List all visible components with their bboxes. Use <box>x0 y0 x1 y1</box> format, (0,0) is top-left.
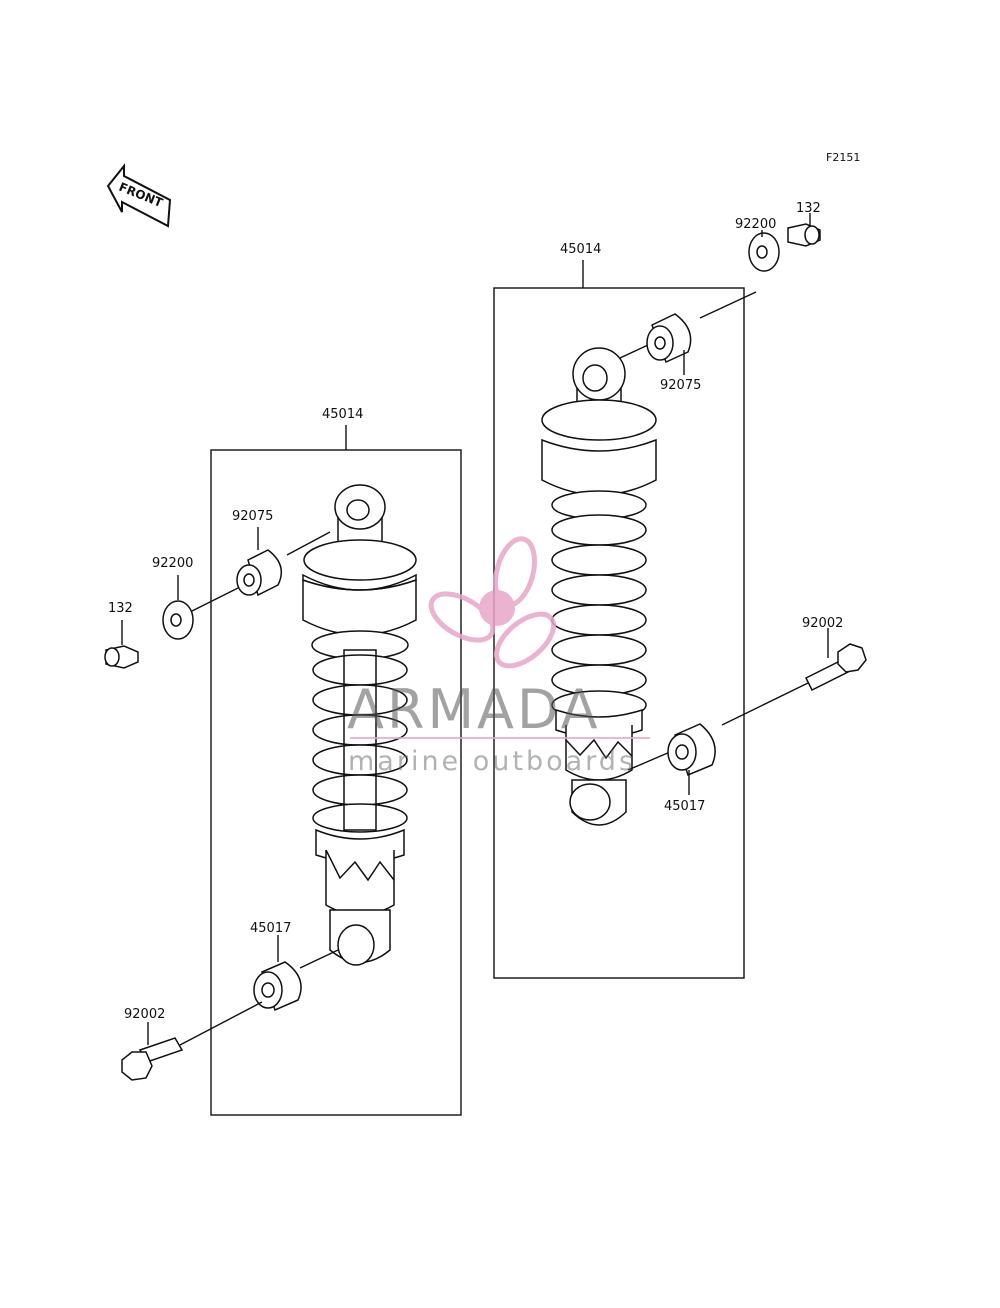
left-shock-absorber <box>302 484 417 966</box>
right-bushing-top-callout: 92075 <box>660 378 701 393</box>
diagram-code: F2151 <box>826 151 860 164</box>
right-bolt-bottom-part <box>804 643 867 692</box>
propeller-logo-icon <box>428 536 556 669</box>
right-bushing-bottom-part <box>667 723 716 777</box>
right-spring <box>551 490 647 720</box>
left-washer-callout: 92200 <box>152 556 193 571</box>
left-bushing-top-callout: 92075 <box>232 509 273 524</box>
watermark-brand: ARMADA <box>347 678 601 741</box>
front-arrow-icon: FRONT <box>106 163 172 228</box>
left-assembly-callout: 45014 <box>322 407 363 422</box>
watermark-tagline: marine outboards <box>348 746 636 777</box>
left-bushing-bottom-part <box>253 961 302 1012</box>
right-bolt-bottom-callout: 92002 <box>802 616 843 631</box>
left-assembly-frame <box>210 449 462 1116</box>
left-bolt-top-part <box>104 645 139 669</box>
right-bushing-top-part <box>646 313 692 364</box>
left-bolt-top-callout: 132 <box>108 601 133 616</box>
right-washer-callout: 92200 <box>735 217 776 232</box>
right-washer-part <box>748 232 780 272</box>
left-bushing-bottom-callout: 45017 <box>250 921 291 936</box>
left-bushing-top-part <box>236 549 283 597</box>
right-assembly: 45014 <box>493 242 745 979</box>
right-bolt-top-part <box>787 223 821 247</box>
left-washer-part <box>162 600 194 640</box>
left-spring <box>311 630 409 833</box>
right-assembly-callout: 45014 <box>560 242 601 257</box>
left-bolt-bottom-part <box>121 1037 184 1081</box>
left-assembly: 45014 <box>210 407 462 1116</box>
right-bushing-bottom-callout: 45017 <box>664 799 705 814</box>
watermark: ARMADA marine outboards <box>347 536 650 777</box>
left-bolt-bottom-callout: 92002 <box>124 1007 165 1022</box>
right-bolt-top-callout: 132 <box>796 201 821 216</box>
